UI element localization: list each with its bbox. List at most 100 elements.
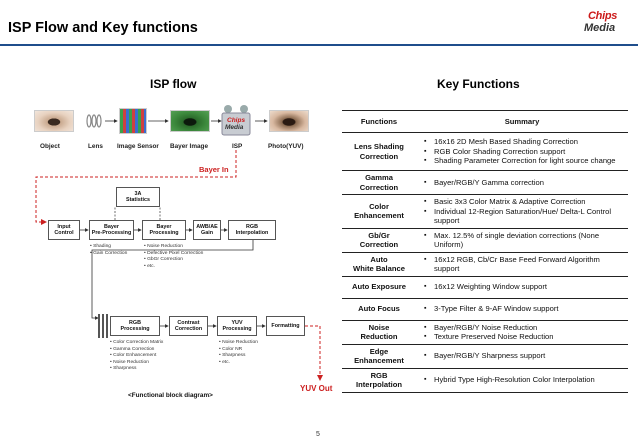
col-functions-header: Functions: [342, 110, 416, 133]
note-item: • Color Correction Matrix: [110, 340, 164, 345]
function-cell: Gamma Correction: [342, 170, 416, 195]
notes-rgb-processing: • Color Correction Matrix • Gamma Correc…: [110, 340, 163, 373]
page-number: 5: [316, 431, 320, 438]
isp-chip-text2: Media: [225, 124, 244, 131]
summary-item: Shading Parameter Correction for light s…: [424, 156, 622, 166]
summary-cell: 16x16 2D Mesh Based Shading CorrectionRG…: [416, 132, 628, 171]
table-row: RGB Interpolation Hybrid Type High-Resolu…: [342, 367, 628, 393]
summary-cell: 16x12 Weighting Window support: [416, 275, 628, 299]
diagram-caption: <Functional block diagram>: [128, 392, 213, 399]
note-item: • Gain Correction: [90, 250, 128, 256]
chipsmedia-logo: Chips Media: [578, 8, 632, 38]
summary-cell: Hybrid Type High-Resolution Color Interp…: [416, 367, 628, 393]
label-object: Object: [40, 143, 60, 150]
bayer-image: [170, 110, 210, 132]
bayer-in-label: Bayer In: [199, 165, 229, 174]
title-underline: [0, 44, 638, 46]
block-awb-ae-gain: AWB/AE Gain: [193, 220, 221, 240]
note-item: • Defective Pixel Correction: [144, 250, 204, 256]
summary-cell: Bayer/RGB/Y Noise ReductionTexture Prese…: [416, 319, 628, 345]
block-rgb-processing: RGB Processing: [110, 316, 160, 336]
note-item: • Shading: [90, 244, 112, 249]
table-body: Lens Shading Correction16x16 2D Mesh Bas…: [342, 132, 628, 393]
function-cell: Auto White Balance: [342, 251, 416, 277]
isp-flow-heading: ISP flow: [150, 77, 197, 91]
note-item: • Noise Reduction: [110, 359, 149, 365]
key-functions-table: Functions Summary Lens Shading Correctio…: [342, 110, 628, 393]
summary-item: RGB Color Shading Correction support: [424, 147, 622, 157]
note-item: • Color Enhancement: [110, 353, 157, 359]
block-formatting: Formatting: [266, 316, 305, 336]
summary-item: 16x12 RGB, Cb/Cr Base Feed Forward Algor…: [424, 255, 622, 274]
summary-item: Max. 12.5% of single deviation correctio…: [424, 231, 622, 250]
image-sensor-image: [119, 108, 147, 134]
logo-line2: Media: [584, 22, 616, 34]
block-3a-statistics: 3A Statistics: [116, 187, 160, 207]
label-isp: ISP: [232, 143, 243, 150]
lens-icon: [84, 113, 104, 129]
notes-yuv-processing: • Noise Reduction • Color NR • Sharpness…: [219, 340, 258, 366]
yuv-out-label: YUV Out: [300, 384, 333, 393]
key-functions-heading: Key Functions: [437, 77, 520, 91]
summary-cell: Bayer/RGB/Y Gamma correction: [416, 170, 628, 195]
note-item: • Sharpness: [219, 353, 246, 359]
table-header-row: Functions Summary: [342, 110, 628, 133]
summary-cell: 3-Type Filter & 9-AF Window support: [416, 297, 628, 321]
summary-item: Individual 12-Region Saturation/Hue/ Del…: [424, 207, 622, 226]
block-yuv-processing: YUV Processing: [217, 316, 257, 336]
block-bayer-pre-processing: Bayer Pre-Processing: [89, 220, 134, 240]
function-cell: Noise Reduction: [342, 319, 416, 345]
summary-item: Bayer/RGB/Y Gamma correction: [424, 178, 622, 188]
block-contrast-correction: Contrast Correction: [169, 316, 208, 336]
isp-chip-text1: Chips: [227, 117, 246, 124]
summary-item: 16x16 2D Mesh Based Shading Correction: [424, 137, 622, 147]
block-input-control: Input Control: [48, 220, 80, 240]
summary-cell: Bayer/RGB/Y Sharpness support: [416, 343, 628, 369]
summary-cell: 16x12 RGB, Cb/Cr Base Feed Forward Algor…: [416, 251, 628, 277]
note-item: • Color NR: [219, 346, 243, 352]
summary-item: 3-Type Filter & 9-AF Window support: [424, 304, 622, 314]
note-item: • Noise Reduction: [144, 244, 183, 249]
label-lens: Lens: [88, 143, 103, 150]
table-row: Auto White Balance 16x12 RGB, Cb/Cr Base …: [342, 251, 628, 277]
function-cell: RGB Interpolation: [342, 367, 416, 393]
function-cell: Auto Focus: [342, 297, 416, 321]
notes-bayer-processing: • Noise Reduction • Defective Pixel Corr…: [144, 244, 203, 270]
function-cell: Auto Exposure: [342, 275, 416, 299]
table-row: Gb/Gr Correction Max. 12.5% of single dev…: [342, 227, 628, 253]
note-item: • etc.: [219, 359, 230, 365]
label-photo-yuv: Photo(YUV): [268, 143, 304, 150]
summary-item: Bayer/RGB/Y Sharpness support: [424, 351, 622, 361]
label-bayer-image: Bayer Image: [170, 143, 209, 150]
table-row: Lens Shading Correction16x16 2D Mesh Bas…: [342, 132, 628, 171]
summary-cell: Basic 3x3 Color Matrix & Adaptive Correc…: [416, 194, 628, 229]
summary-item: 16x12 Weighting Window support: [424, 282, 622, 292]
note-item: • Sharpness: [110, 366, 137, 372]
note-item: • Noise Reduction: [219, 340, 258, 345]
function-cell: Color Enhancement: [342, 194, 416, 229]
summary-cell: Max. 12.5% of single deviation correctio…: [416, 227, 628, 253]
logo-line1: Chips: [588, 10, 618, 22]
table-row: Auto Exposure 16x12 Weighting Window supp…: [342, 275, 628, 299]
note-item: • Gamma Correction: [110, 346, 155, 352]
table-row: Color Enhancement Basic 3x3 Color Matrix …: [342, 194, 628, 229]
col-summary-header: Summary: [416, 110, 628, 133]
photo-yuv-image: [269, 110, 309, 132]
table-row: Edge Enhancement Bayer/RGB/Y Sharpness su…: [342, 343, 628, 369]
summary-item: Bayer/RGB/Y Noise Reduction: [424, 323, 622, 333]
block-bayer-processing: Bayer Processing: [142, 220, 186, 240]
function-cell: Edge Enhancement: [342, 343, 416, 369]
page-title: ISP Flow and Key functions: [8, 20, 198, 36]
summary-item: Hybrid Type High-Resolution Color Interp…: [424, 375, 622, 385]
note-item: • etc.: [144, 263, 155, 269]
function-cell: Gb/Gr Correction: [342, 227, 416, 253]
label-image-sensor: Image Sensor: [117, 143, 159, 150]
isp-chip-icon: Chips Media: [218, 104, 254, 138]
summary-item: Basic 3x3 Color Matrix & Adaptive Correc…: [424, 197, 622, 207]
note-item: • GbGr Correction: [144, 257, 183, 263]
notes-pre-processing: • Shading • Gain Correction: [90, 244, 127, 257]
table-row: Noise ReductionBayer/RGB/Y Noise Reducti…: [342, 319, 628, 345]
block-rgb-interpolation: RGB Interpolation: [228, 220, 276, 240]
function-cell: Lens Shading Correction: [342, 132, 416, 171]
